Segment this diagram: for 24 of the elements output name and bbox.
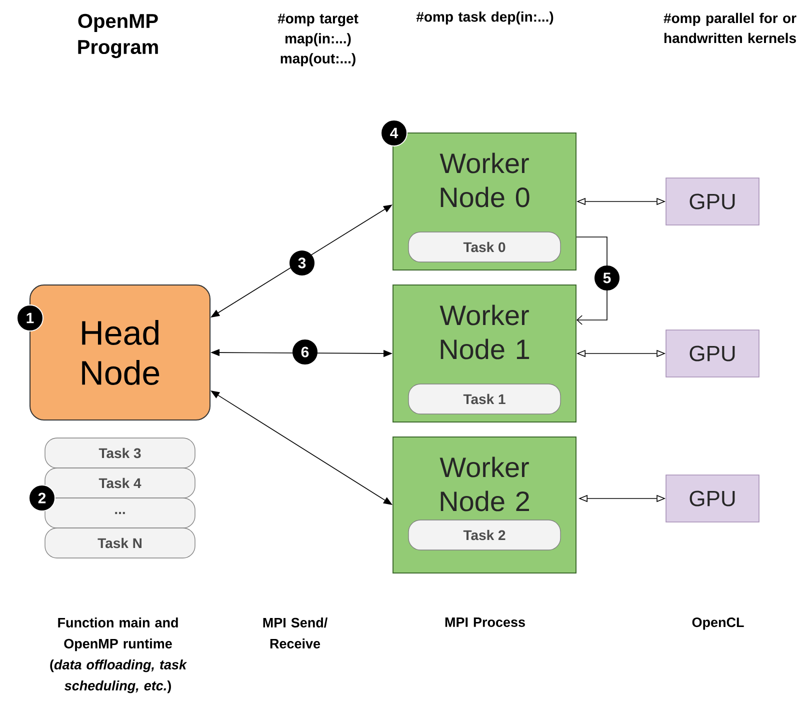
gpu-box: GPU [666, 474, 760, 522]
column-heading: #omp target map(in:...) map(out:...) [278, 14, 358, 66]
column-caption: Function main and OpenMP runtime (data offloading, task scheduling, etc.) [50, 618, 188, 694]
task-pill: Task N [44, 528, 196, 558]
callout-number: 2 [28, 484, 56, 512]
task-pill: Task 0 [408, 232, 561, 262]
task-pill: Task 2 [408, 520, 561, 550]
column-caption: MPI Process [445, 618, 525, 627]
gpu-box: GPU [666, 330, 760, 378]
callout-number: 6 [292, 340, 318, 364]
column-heading: #omp parallel for or handwritten kernels [664, 12, 796, 44]
column-heading: OpenMP Program [78, 14, 158, 58]
task-pill: Task 1 [408, 384, 561, 414]
task-pill: Task 4 [44, 468, 196, 498]
callout-number: 4 [380, 120, 408, 146]
task-pill: Task 3 [44, 438, 196, 468]
column-caption: OpenCL [692, 618, 744, 630]
task-pill: ... [44, 498, 196, 528]
callout-number: 5 [594, 266, 620, 290]
callout-number: 1 [16, 304, 44, 332]
gpu-box: GPU [666, 178, 760, 226]
column-caption: MPI Send/ Receive [263, 618, 328, 648]
callout-number: 3 [290, 250, 314, 276]
column-heading: #omp task dep(in:...) [416, 11, 554, 25]
